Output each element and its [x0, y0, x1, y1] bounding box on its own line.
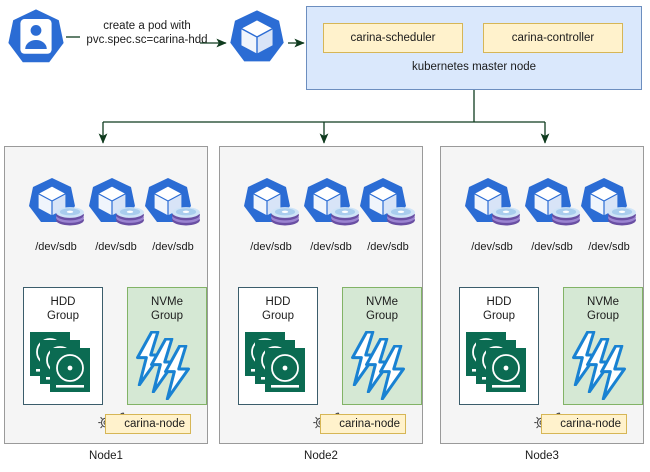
node-caption: Node2 — [304, 450, 338, 462]
kubernetes-master-node-box: carina-scheduler carina-controller kuber… — [306, 6, 642, 90]
carina-scheduler-label: carina-scheduler — [350, 32, 436, 44]
nvme-group-box: NVMe Group — [563, 287, 643, 405]
carina-node-badge[interactable]: carina-node — [105, 414, 191, 434]
lightning-bolts-icon — [136, 331, 190, 400]
pod-with-disk-icon — [463, 177, 525, 231]
device-label: /dev/sdb — [25, 241, 87, 253]
device-label: /dev/sdb — [300, 241, 362, 253]
pod-with-disk-icon — [523, 177, 585, 231]
kubernetes-pod-icon — [228, 9, 286, 65]
node-panel: /dev/sdb /dev/sdb /dev/sdb HDD Group NVM… — [4, 146, 208, 444]
carina-controller-box[interactable]: carina-controller — [483, 23, 623, 53]
nvme-group-box: NVMe Group — [342, 287, 422, 405]
hdd-group-label-line1: HDD — [486, 296, 512, 308]
pod-with-disk-icon — [242, 177, 304, 231]
nvme-group-label-line2: Group — [366, 310, 398, 322]
disk-stack-icon — [466, 332, 526, 392]
pod-with-disk-icon — [358, 177, 420, 231]
nvme-group-box: NVMe Group — [127, 287, 207, 405]
device-label: /dev/sdb — [142, 241, 204, 253]
disk-stack-icon — [30, 332, 90, 392]
hdd-group-box: HDD Group — [459, 287, 539, 405]
carina-node-badge[interactable]: carina-node — [320, 414, 406, 434]
disk-stack-icon — [245, 332, 305, 392]
node-caption: Node1 — [89, 450, 123, 462]
master-node-caption: kubernetes master node — [411, 61, 537, 73]
carina-node-label: carina-node — [339, 418, 400, 430]
hdd-group-label-line2: Group — [47, 310, 79, 322]
hdd-group-box: HDD Group — [23, 287, 103, 405]
nvme-group-label-line1: NVMe — [366, 296, 398, 308]
request-line-2: pvc.spec.sc=carina-hdd — [86, 34, 208, 46]
device-label: /dev/sdb — [461, 241, 523, 253]
create-pod-request-label: create a pod with pvc.spec.sc=carina-hdd — [72, 19, 222, 47]
device-label: /dev/sdb — [240, 241, 302, 253]
node-panel: /dev/sdb /dev/sdb /dev/sdb HDD Group NVM… — [219, 146, 423, 444]
hdd-group-label-line2: Group — [262, 310, 294, 322]
carina-node-label: carina-node — [560, 418, 621, 430]
node-caption: Node3 — [525, 450, 559, 462]
hdd-group-label-line1: HDD — [50, 296, 76, 308]
nvme-group-label-line2: Group — [587, 310, 619, 322]
user-icon — [6, 8, 66, 66]
pod-with-disk-icon — [302, 177, 364, 231]
request-line-1: create a pod with — [103, 20, 191, 32]
carina-controller-label: carina-controller — [511, 32, 595, 44]
carina-scheduler-box[interactable]: carina-scheduler — [323, 23, 463, 53]
device-label: /dev/sdb — [578, 241, 640, 253]
pod-with-disk-icon — [27, 177, 89, 231]
hdd-group-box: HDD Group — [238, 287, 318, 405]
device-label: /dev/sdb — [521, 241, 583, 253]
device-label: /dev/sdb — [357, 241, 419, 253]
device-label: /dev/sdb — [85, 241, 147, 253]
carina-node-label: carina-node — [124, 418, 185, 430]
hdd-group-label-line2: Group — [483, 310, 515, 322]
nvme-group-label-line1: NVMe — [151, 296, 183, 308]
carina-node-badge[interactable]: carina-node — [541, 414, 627, 434]
lightning-bolts-icon — [351, 331, 405, 400]
pod-with-disk-icon — [87, 177, 149, 231]
pod-with-disk-icon — [143, 177, 205, 231]
pod-with-disk-icon — [579, 177, 641, 231]
nvme-group-label-line1: NVMe — [587, 296, 619, 308]
lightning-bolts-icon — [572, 331, 626, 400]
hdd-group-label-line1: HDD — [265, 296, 291, 308]
nvme-group-label-line2: Group — [151, 310, 183, 322]
node-panel: /dev/sdb /dev/sdb /dev/sdb HDD Group NVM… — [440, 146, 644, 444]
